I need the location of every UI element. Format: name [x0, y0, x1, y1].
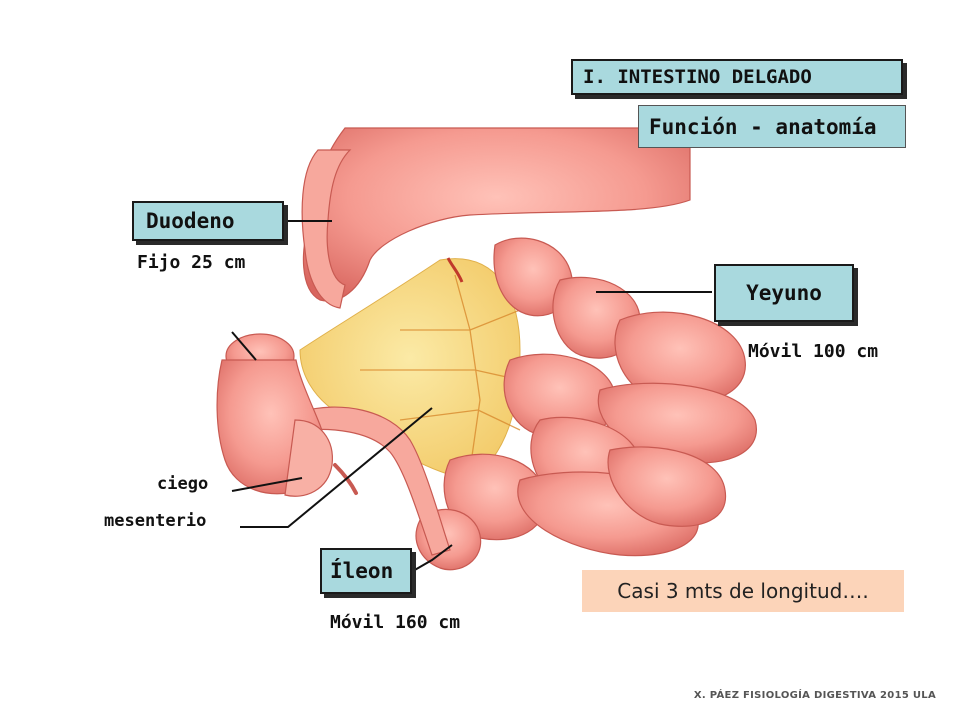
appendix-shape [333, 463, 358, 495]
yeyuno-label: Yeyuno [714, 264, 854, 322]
length-note: Casi 3 mts de longitud…. [582, 570, 904, 612]
blood-vessel-shape [446, 257, 464, 283]
mesenterio-label: mesenterio [104, 511, 207, 531]
colon-cecum [216, 333, 333, 497]
yeyuno-detail: Móvil 100 cm [748, 341, 879, 362]
duodeno-detail: Fijo 25 cm [137, 252, 246, 273]
duodenum-shape [301, 149, 352, 309]
duodeno-label: Duodeno [132, 201, 284, 241]
leader-lines [231, 220, 712, 572]
slide-subtitle: Función - anatomía [638, 105, 906, 148]
jejunum-loops [493, 237, 757, 505]
slide-title: I. INTESTINO DELGADO [571, 59, 903, 95]
slide-footer: X. PÁEZ FISIOLOGÍA DIGESTIVA 2015 ULA [693, 690, 936, 701]
ciego-label: ciego [157, 474, 209, 494]
ileon-label: Íleon [320, 548, 412, 594]
ileon-detail: Móvil 160 cm [330, 612, 461, 633]
